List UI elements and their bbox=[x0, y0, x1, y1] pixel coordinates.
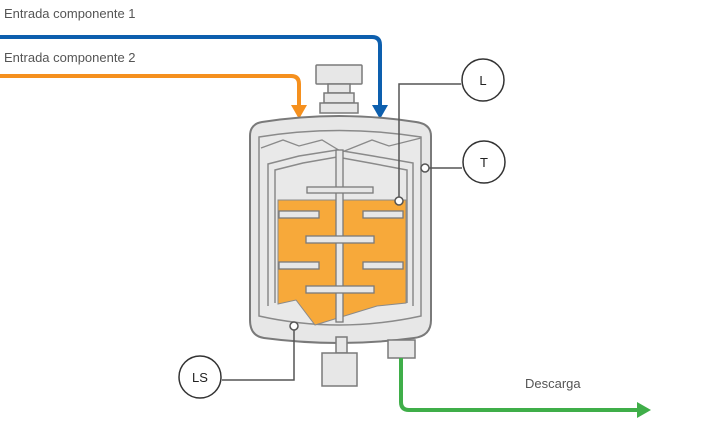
discharge-arrow-icon bbox=[637, 402, 651, 418]
inlet-1-line bbox=[0, 35, 388, 119]
agitator-shaft bbox=[278, 149, 404, 323]
inlet-2-line bbox=[0, 74, 307, 119]
level-transmitter: L bbox=[394, 58, 505, 206]
inlet-2-arrow-icon bbox=[291, 105, 307, 119]
inlet-1-arrow-icon bbox=[372, 105, 388, 119]
agitator-motor bbox=[315, 64, 363, 114]
discharge-label: Descarga bbox=[525, 376, 581, 391]
level-switch: LS bbox=[178, 321, 299, 399]
level-switch-tag: LS bbox=[192, 370, 208, 385]
inlet-2-label: Entrada componente 2 bbox=[4, 50, 136, 65]
temperature-transmitter: T bbox=[420, 140, 506, 184]
bottom-outlets bbox=[321, 336, 416, 387]
discharge-line bbox=[399, 358, 651, 418]
level-tag: L bbox=[479, 73, 486, 88]
inlet-1-label: Entrada componente 1 bbox=[4, 6, 136, 21]
temperature-tag: T bbox=[480, 155, 488, 170]
